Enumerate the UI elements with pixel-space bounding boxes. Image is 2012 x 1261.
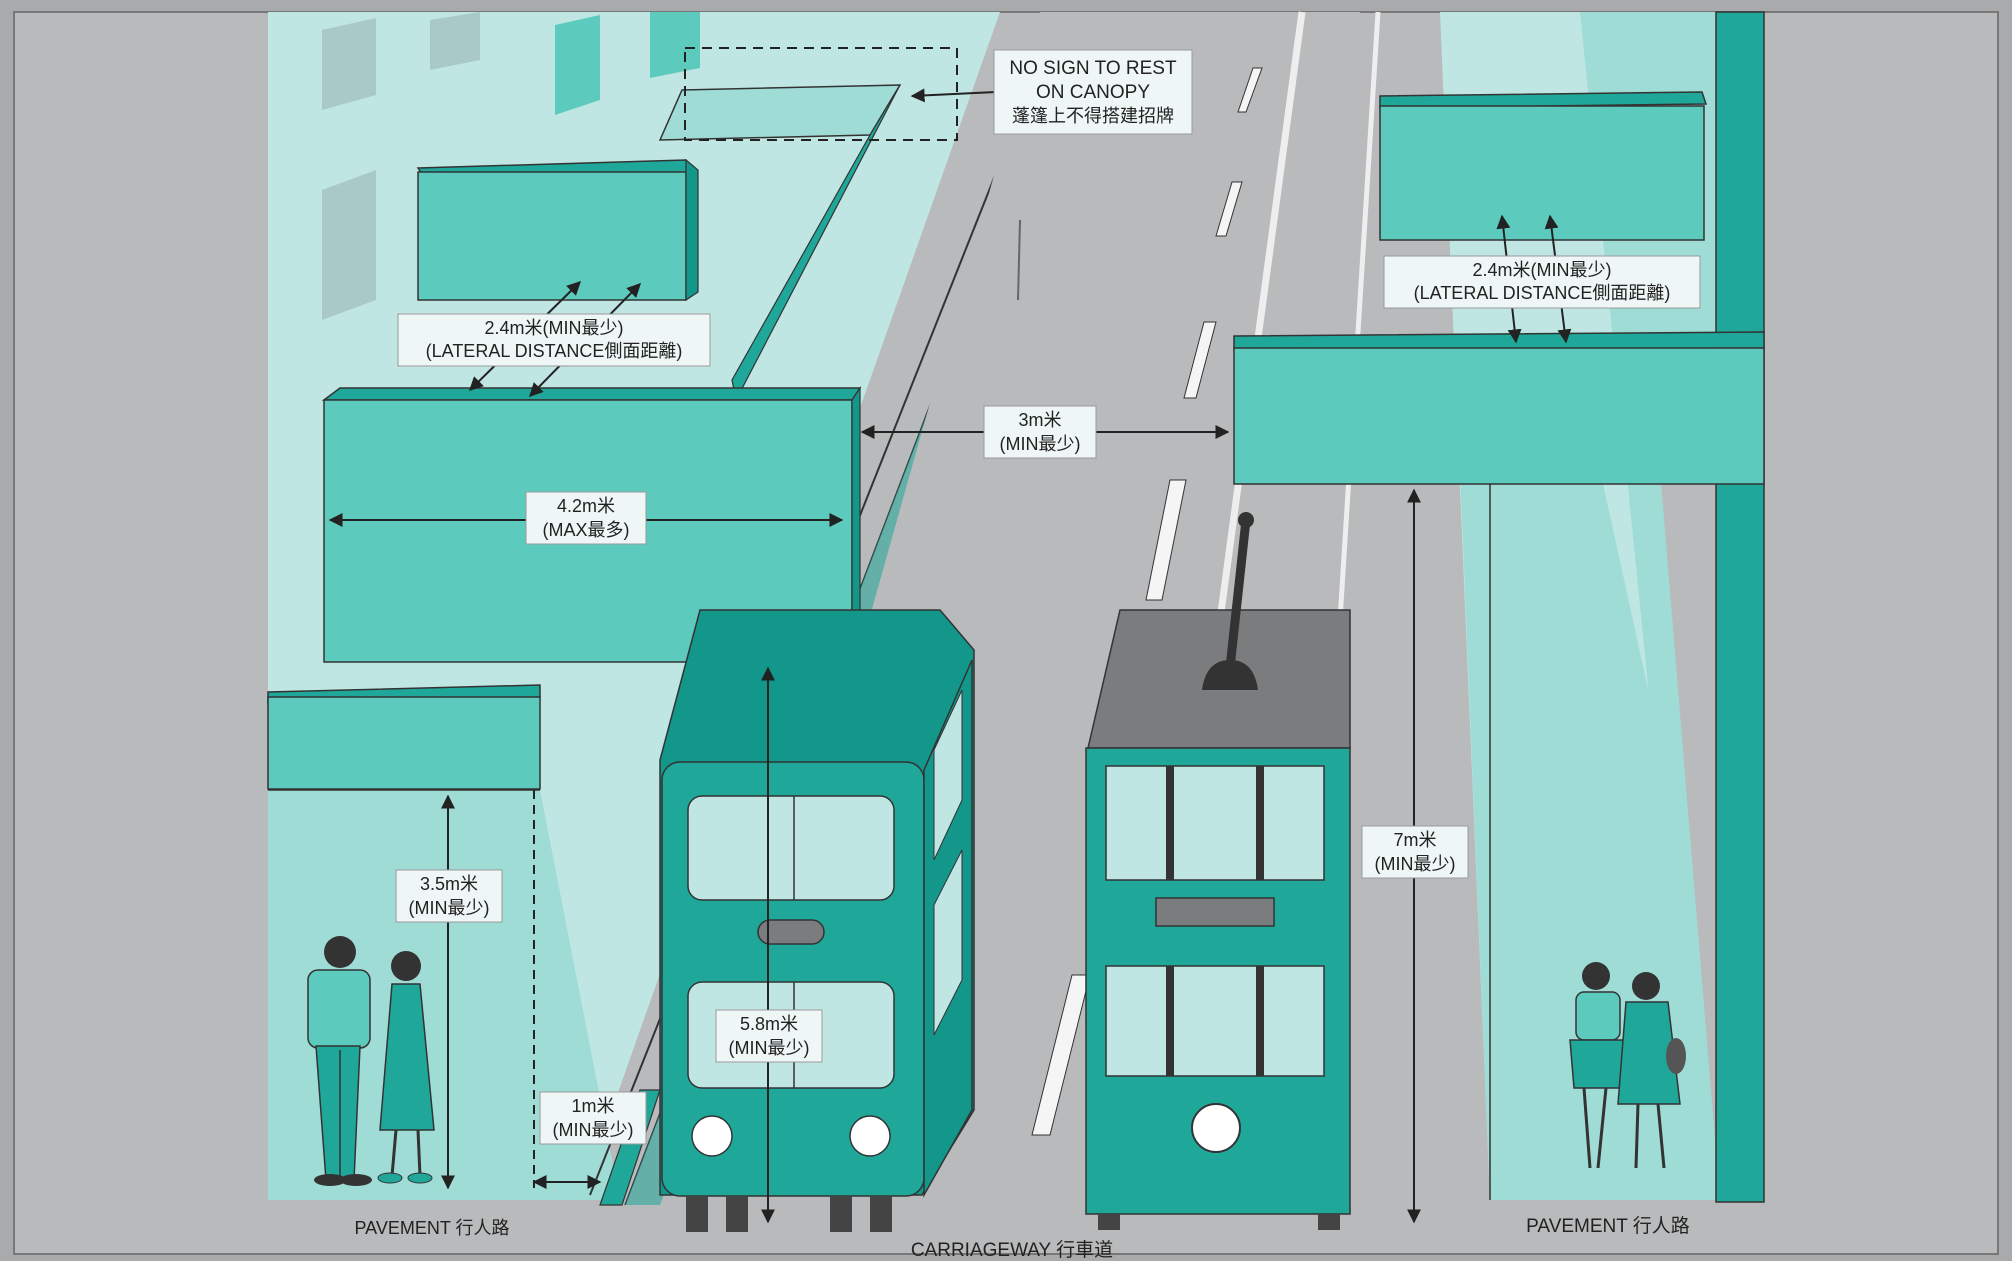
- lateral-left-line-1: 2.4m米(MIN最少): [485, 318, 624, 338]
- carriageway-label: CARRIAGEWAY 行車道: [911, 1239, 1113, 1261]
- h58-line-1: 5.8m米: [740, 1014, 798, 1034]
- double-decker-tram-icon: [1086, 512, 1350, 1230]
- h35-line-2: (MIN最少): [409, 898, 490, 918]
- lateral-right-line-2: (LATERAL DISTANCE側面距離): [1414, 283, 1671, 303]
- label-lateral-right: 2.4m米(MIN最少) (LATERAL DISTANCE側面距離): [1384, 256, 1700, 308]
- canopy-line-2: ON CANOPY: [1036, 82, 1150, 103]
- width-line-1: 4.2m米: [557, 496, 615, 516]
- window: [322, 170, 376, 320]
- label-height-7m: 7m米 (MIN最少): [1362, 826, 1468, 878]
- right-building-pillar: [1716, 12, 1764, 1202]
- label-height-5-8m: 5.8m米 (MIN最少): [716, 1010, 822, 1062]
- window: [650, 12, 700, 78]
- width-line-2: (MAX最多): [543, 520, 630, 540]
- h35-line-1: 3.5m米: [420, 874, 478, 894]
- window: [430, 12, 480, 70]
- pavement-left-label: PAVEMENT 行人路: [354, 1218, 509, 1238]
- sign-large-right: [1234, 332, 1764, 484]
- sign-upper-right: [1380, 92, 1706, 240]
- label-height-3-5m: 3.5m米 (MIN最少): [396, 870, 502, 922]
- canopy-line-1: NO SIGN TO REST: [1009, 58, 1177, 79]
- h7-line-2: (MIN最少): [1375, 854, 1456, 874]
- sign-low-left: [268, 685, 540, 790]
- label-lateral-left: 2.4m米(MIN最少) (LATERAL DISTANCE側面距離): [398, 314, 710, 366]
- label-gap-3m: 3m米 (MIN最少): [984, 406, 1096, 458]
- label-edge-1m: 1m米 (MIN最少): [540, 1092, 646, 1144]
- window: [555, 15, 600, 115]
- edge-line-2: (MIN最少): [553, 1120, 634, 1140]
- lateral-left-line-2: (LATERAL DISTANCE側面距離): [426, 341, 683, 361]
- gap-line-1: 3m米: [1018, 410, 1061, 430]
- label-canopy: NO SIGN TO REST ON CANOPY 蓬篷上不得搭建招牌: [994, 50, 1192, 134]
- h7-line-1: 7m米: [1393, 830, 1436, 850]
- sign-upper-left: [418, 160, 698, 300]
- edge-line-1: 1m米: [571, 1096, 614, 1116]
- canopy-line-3: 蓬篷上不得搭建招牌: [1012, 106, 1174, 126]
- double-decker-bus-icon: [660, 610, 974, 1232]
- canopy: [660, 85, 900, 140]
- window: [322, 18, 376, 110]
- gap-line-2: (MIN最少): [1000, 434, 1081, 454]
- pavement-right-label: PAVEMENT 行人路: [1526, 1215, 1690, 1237]
- lateral-right-line-1: 2.4m米(MIN最少): [1473, 260, 1612, 280]
- h58-line-2: (MIN最少): [729, 1038, 810, 1058]
- label-width-4-2m: 4.2m米 (MAX最多): [526, 492, 646, 544]
